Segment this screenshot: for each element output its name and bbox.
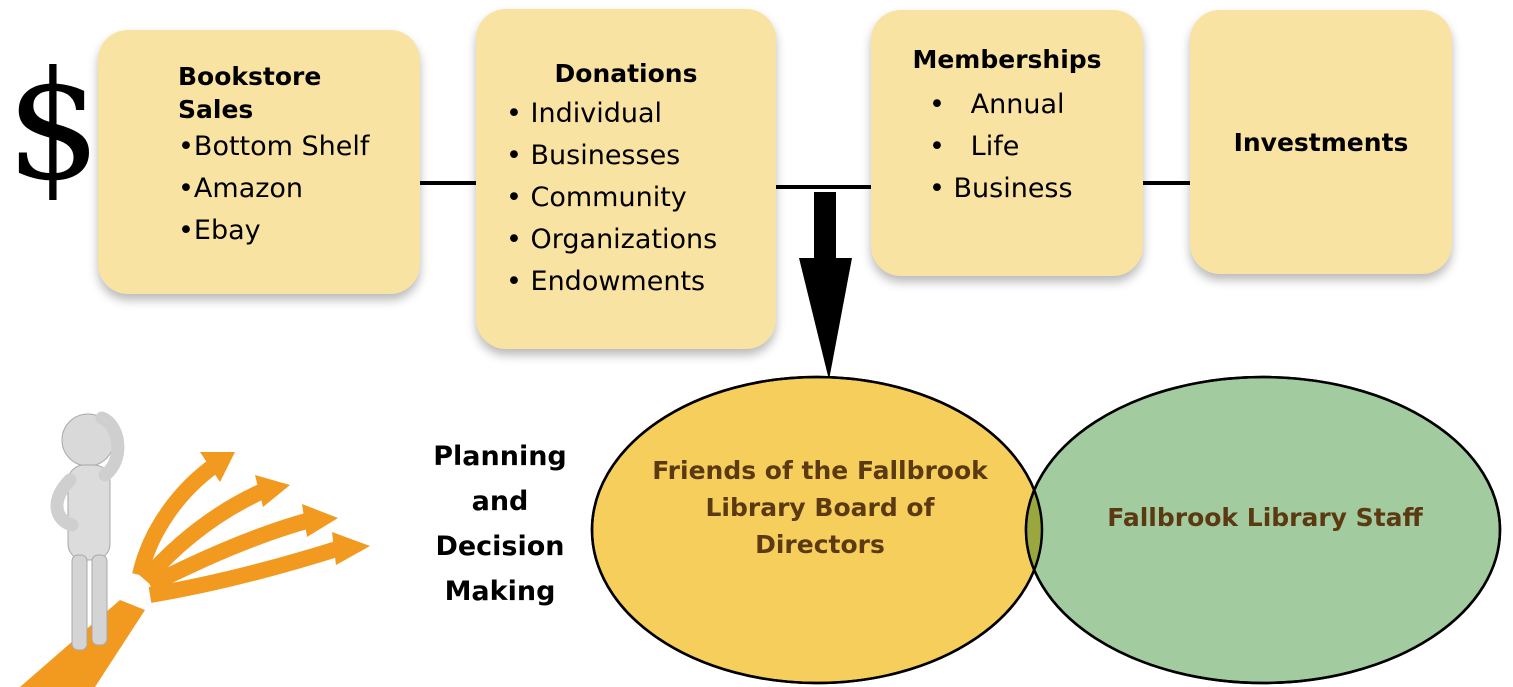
connector-line-3 bbox=[1141, 181, 1191, 185]
left-label-line: Directors bbox=[755, 530, 885, 559]
right-ellipse-label: Fallbrook Library Staff bbox=[1107, 503, 1423, 532]
donations-item: • Organizations bbox=[506, 224, 718, 255]
road-arrow-head-2 bbox=[255, 475, 290, 507]
figure-leg-right bbox=[91, 554, 108, 646]
bookstore-item: •Amazon bbox=[178, 173, 304, 204]
road-arrow-4 bbox=[148, 540, 343, 603]
road-arrow-3 bbox=[146, 512, 313, 593]
road-arrow-head-3 bbox=[302, 504, 338, 537]
figure-arm-raised bbox=[95, 411, 125, 482]
planning-line: Planning bbox=[433, 441, 567, 472]
bookstore-title-line2: Sales bbox=[178, 95, 254, 124]
road-arrow-head-1 bbox=[200, 452, 235, 482]
investments-box: Investments bbox=[1190, 10, 1452, 274]
bookstore-sales-box: Bookstore Sales •Bottom Shelf •Amazon •E… bbox=[98, 30, 420, 294]
connector-line-1 bbox=[420, 181, 476, 185]
memberships-item: • Annual bbox=[929, 89, 1065, 120]
figure-body bbox=[67, 464, 111, 561]
planning-label: Planning and Decision Making bbox=[420, 434, 580, 614]
bookstore-item: •Bottom Shelf bbox=[178, 131, 370, 162]
road-arrow-head-4 bbox=[332, 532, 370, 565]
memberships-item: • Life bbox=[929, 131, 1020, 162]
left-ellipse-label: Friends of the Fallbrook Library Board o… bbox=[615, 452, 1025, 563]
donations-title: Donations bbox=[554, 59, 698, 88]
bookstore-title-line1: Bookstore bbox=[178, 62, 322, 91]
dollar-sign: $ bbox=[6, 40, 102, 214]
left-label-line: Friends of the Fallbrook bbox=[652, 456, 988, 485]
planning-line: Making bbox=[444, 576, 556, 607]
investments-title: Investments bbox=[1233, 128, 1409, 157]
donations-item: • Endowments bbox=[506, 266, 706, 297]
road-arrow-1 bbox=[132, 458, 220, 577]
memberships-title: Memberships bbox=[912, 45, 1102, 74]
donations-box: Donations • Individual • Businesses • Co… bbox=[476, 9, 776, 349]
road-arrow-2 bbox=[138, 482, 269, 586]
memberships-item: • Business bbox=[929, 173, 1073, 204]
arrow-shaft bbox=[814, 192, 836, 258]
down-arrow-icon bbox=[799, 258, 852, 380]
figure-leg-left bbox=[71, 554, 88, 651]
donations-item: • Community bbox=[506, 182, 687, 213]
planning-line: and bbox=[471, 486, 529, 517]
left-label-line: Library Board of bbox=[705, 493, 935, 522]
figure-arm-hip bbox=[50, 473, 79, 532]
planning-line: Decision bbox=[435, 531, 565, 562]
donations-item: • Businesses bbox=[506, 140, 681, 171]
donations-item: • Individual bbox=[506, 98, 663, 129]
bookstore-item: •Ebay bbox=[178, 215, 261, 246]
memberships-box: Memberships • Annual • Life • Business bbox=[871, 10, 1143, 276]
crossroads-figure-illustration bbox=[20, 411, 370, 687]
connector-line-2 bbox=[775, 185, 871, 189]
